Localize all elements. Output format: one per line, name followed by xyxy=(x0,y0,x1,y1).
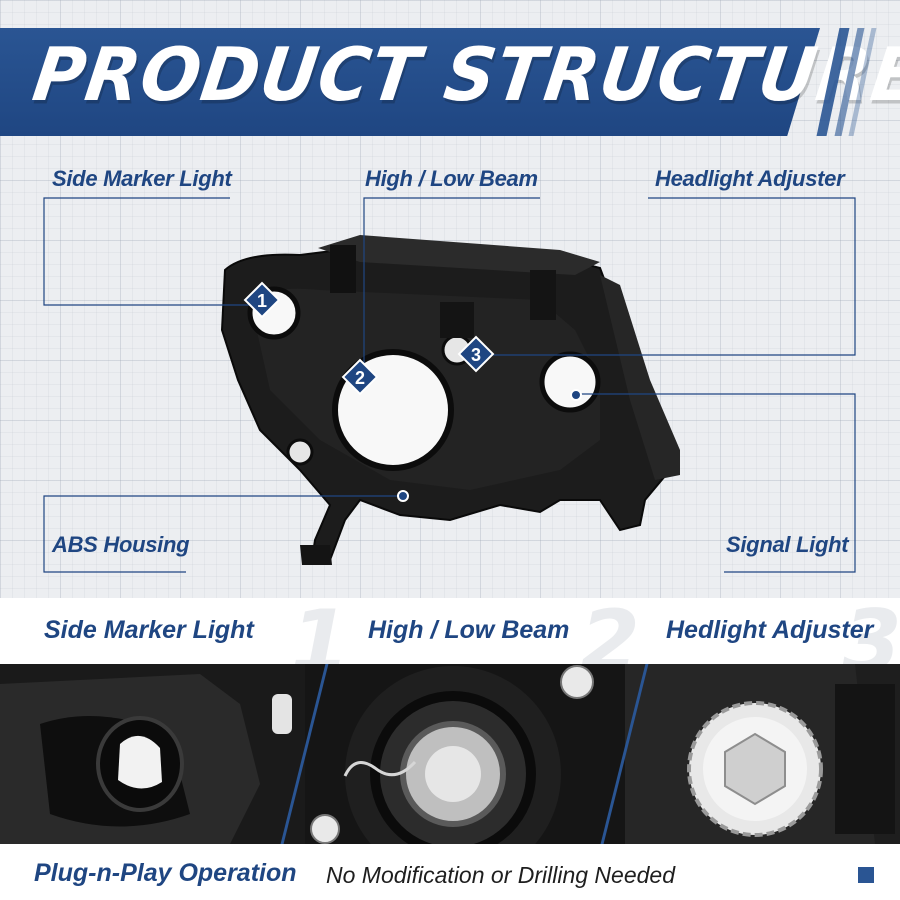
callout-high-low-beam: High / Low Beam xyxy=(365,166,538,191)
footer-description: No Modification or Drilling Needed xyxy=(326,862,675,888)
callout-side-marker-light: Side Marker Light xyxy=(52,166,232,191)
marker-2-number: 2 xyxy=(355,368,365,388)
feature-label-strip: 1 2 3 Side Marker Light High / Low Beam … xyxy=(0,592,900,692)
panel-1-bulb-opening xyxy=(118,735,162,789)
leader-beam xyxy=(363,197,540,375)
photo-headlight-adjuster xyxy=(625,664,900,844)
housing-dot xyxy=(397,490,409,502)
callout-abs-housing: ABS Housing xyxy=(52,532,190,557)
panel-3-bolt xyxy=(724,732,786,806)
leader-housing xyxy=(43,495,404,573)
panel-2-knob-2 xyxy=(310,814,340,844)
title-banner xyxy=(0,28,820,136)
panel-2-knob xyxy=(560,665,594,699)
housing-bracket-left xyxy=(300,545,332,565)
signal-light-socket xyxy=(539,351,601,413)
photo-side-marker xyxy=(0,664,305,844)
footer-square-decoration xyxy=(858,867,874,883)
housing-right-bracket xyxy=(600,275,680,480)
leader-adjuster xyxy=(480,197,856,356)
panel-2-bulb-core xyxy=(425,746,481,802)
feature-label-beam: High / Low Beam xyxy=(368,616,570,644)
right-clip xyxy=(530,270,556,320)
signal-dot xyxy=(570,389,582,401)
callout-signal-light: Signal Light xyxy=(726,532,849,557)
panel-1-tab xyxy=(272,694,292,734)
headlight-diagram: 1 2 3 xyxy=(43,197,856,573)
feature-label-adjuster: Hedlight Adjuster xyxy=(666,616,874,644)
marker-2: 2 xyxy=(341,358,379,396)
leader-signal xyxy=(578,393,856,573)
housing-top-ridge xyxy=(318,235,600,275)
photo-high-low-beam xyxy=(305,664,625,844)
marker-3: 3 xyxy=(457,335,495,373)
mount-knob xyxy=(286,438,314,466)
leader-lines xyxy=(43,197,856,573)
leader-side-marker xyxy=(43,197,262,306)
feature-label-side-marker: Side Marker Light xyxy=(44,616,254,644)
adjuster-bracket xyxy=(440,302,474,338)
callout-headlight-adjuster: Headlight Adjuster xyxy=(655,166,845,191)
footer-highlight: Plug-n-Play Operation xyxy=(34,859,297,887)
footer: Plug-n-Play Operation No Modification or… xyxy=(0,844,900,900)
panel-3-frame xyxy=(835,684,895,834)
marker-1: 1 xyxy=(243,281,281,319)
detail-photos xyxy=(0,664,900,844)
marker-3-number: 3 xyxy=(471,345,481,365)
panel-2-wire-clip xyxy=(343,760,417,777)
marker-1-number: 1 xyxy=(257,291,267,311)
structure-section: PRODUCT STRUCTURE xyxy=(0,0,900,598)
top-clip xyxy=(330,245,356,293)
